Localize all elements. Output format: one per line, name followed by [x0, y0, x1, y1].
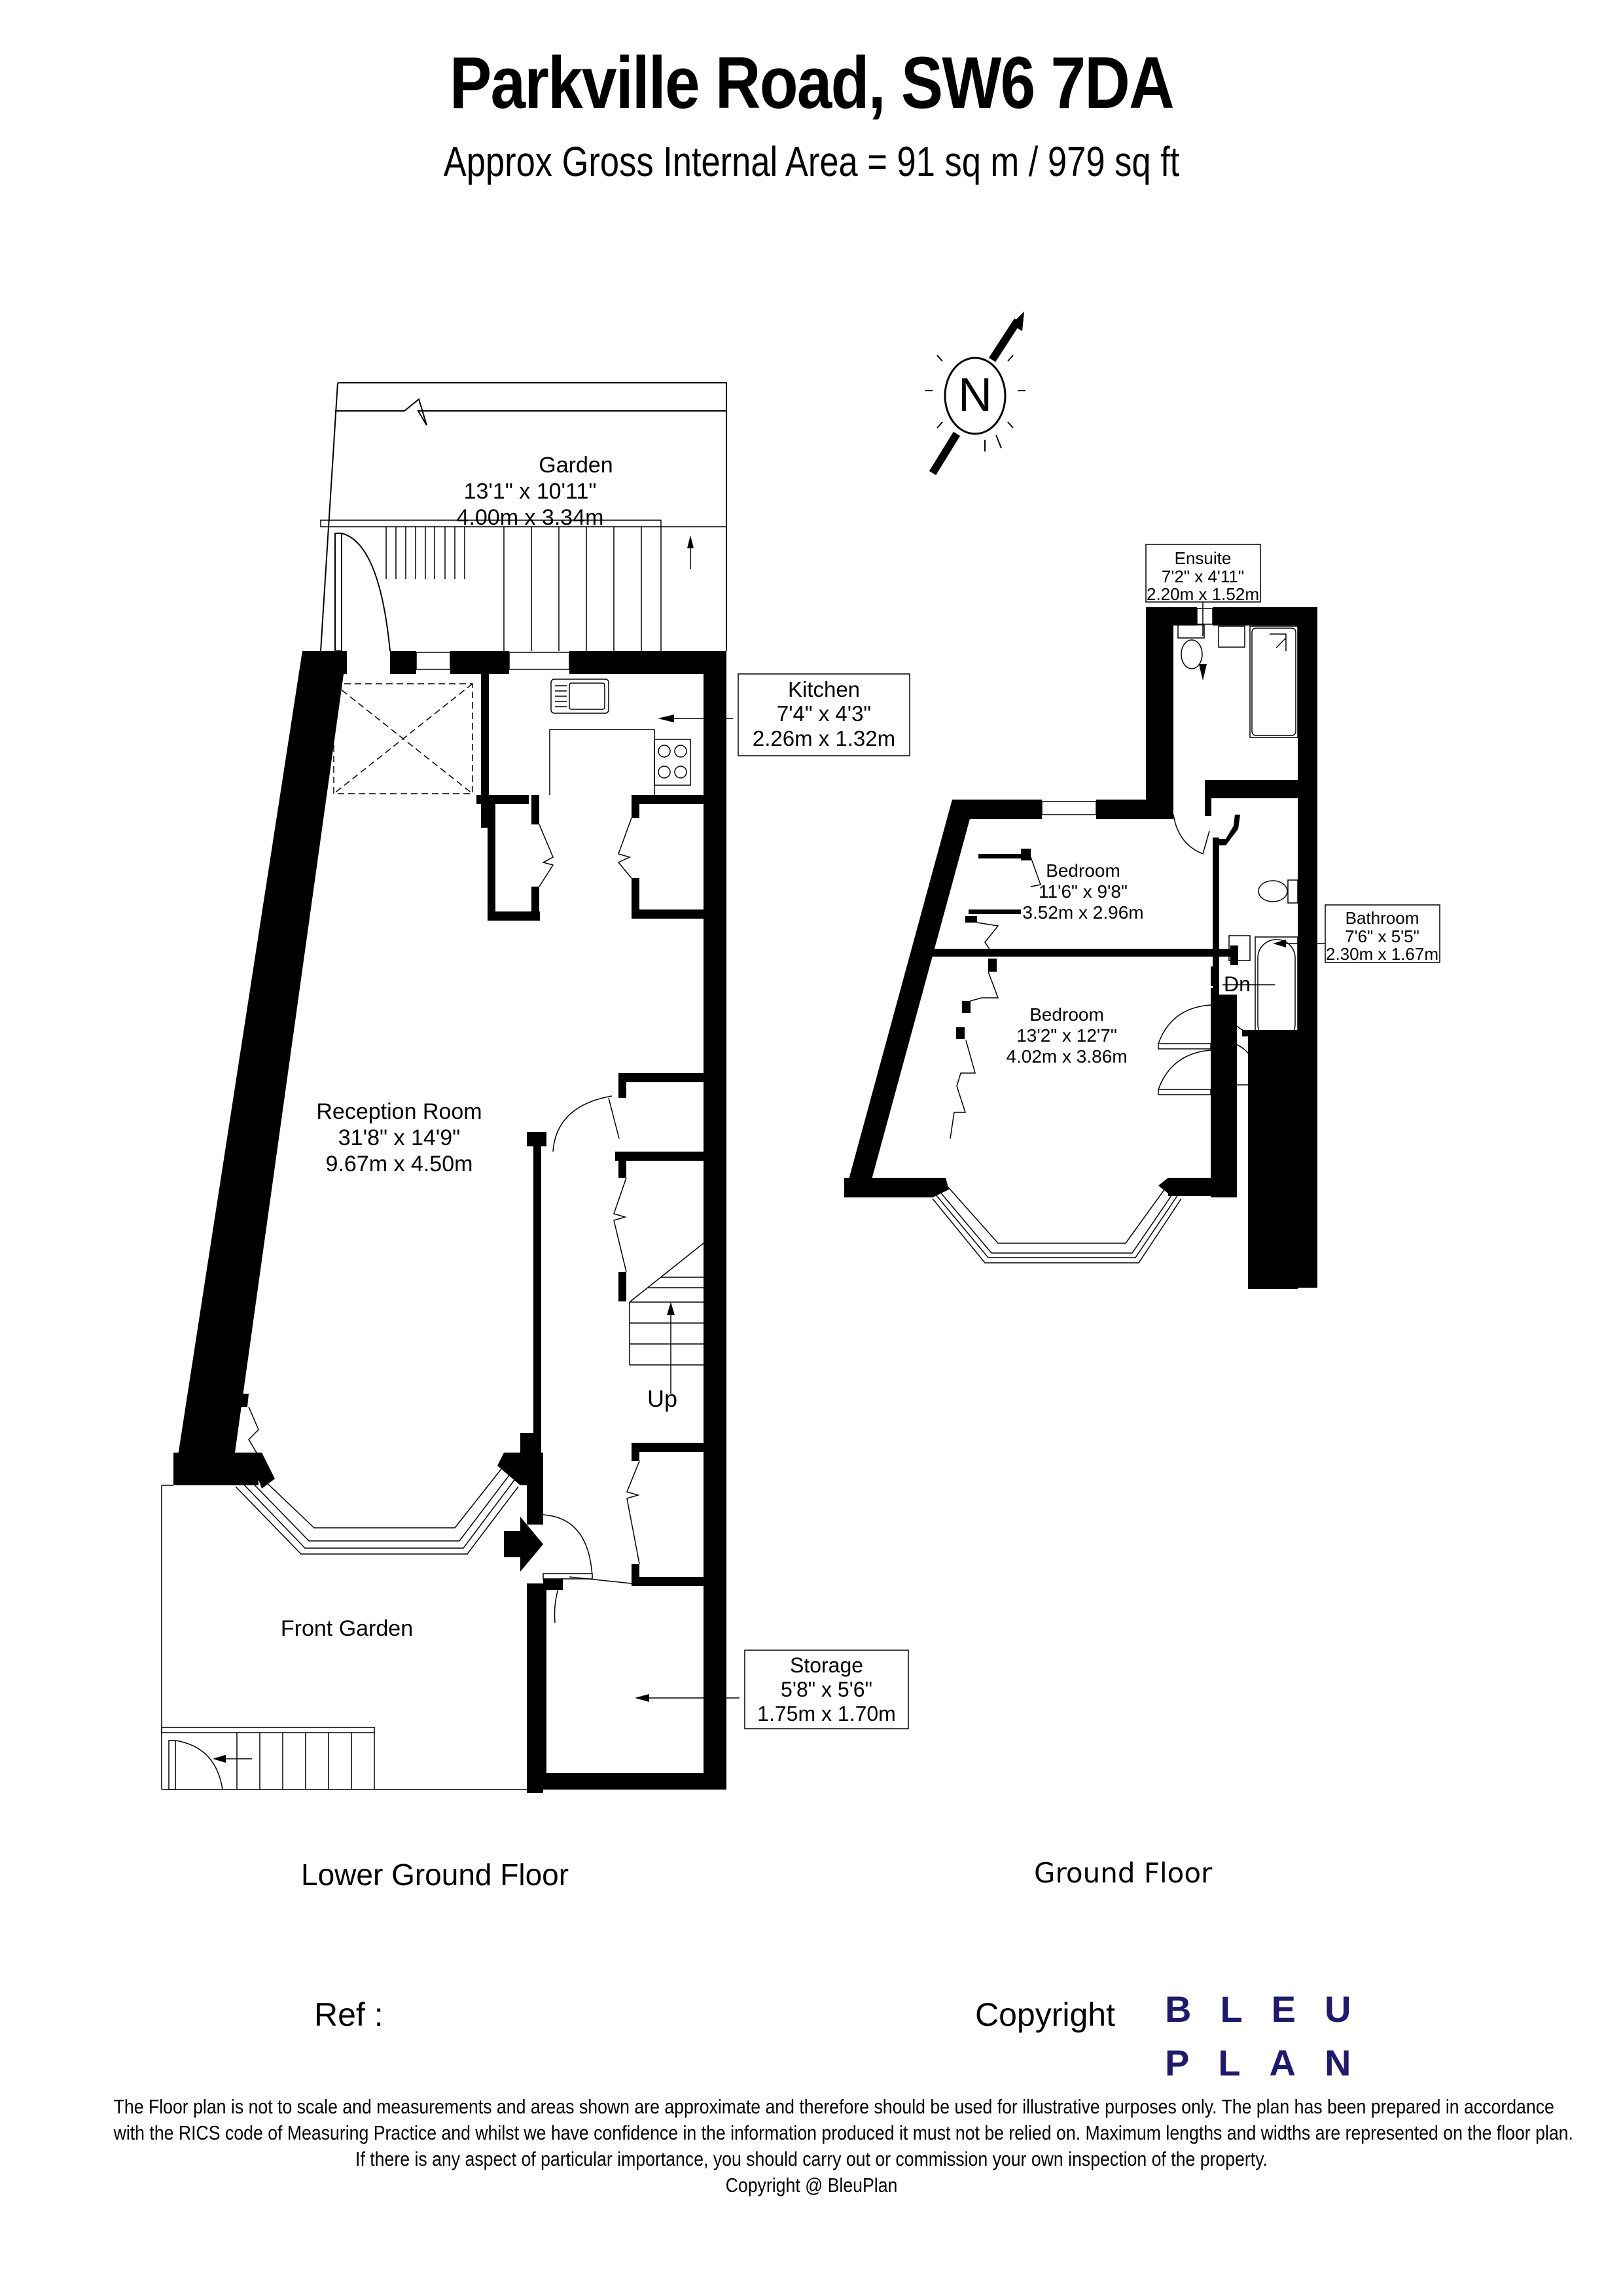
svg-text:Bathroom: Bathroom: [1346, 908, 1419, 928]
svg-text:Bedroom: Bedroom: [1029, 1004, 1104, 1025]
svg-text:Reception Room: Reception Room: [316, 1099, 482, 1124]
copyright-label: Copyright: [975, 1996, 1115, 2033]
gf-room-labels: Ensuite 7'2" x 4'11" 2.20m x 1.52m Bathr…: [1006, 548, 1438, 1067]
bleuplan-logo: BLEU PLAN: [1165, 1983, 1380, 2090]
svg-text:7'2" x 4'11": 7'2" x 4'11": [1162, 567, 1244, 586]
svg-text:3.52m x 2.96m: 3.52m x 2.96m: [1022, 902, 1143, 923]
room-label-front-garden: Front Garden: [281, 1616, 413, 1641]
svg-text:Garden: Garden: [539, 453, 613, 478]
svg-text:31'8" x 14'9": 31'8" x 14'9": [338, 1125, 460, 1150]
floor-label-lower-ground: Lower Ground Floor: [301, 1858, 569, 1892]
compass-letter: N: [958, 369, 992, 421]
stairs-down-label: Dn: [1224, 972, 1251, 996]
svg-text:9.67m x 4.50m: 9.67m x 4.50m: [326, 1152, 473, 1176]
logo-line-2: PLAN: [1165, 2042, 1380, 2083]
svg-text:11'6" x 9'8": 11'6" x 9'8": [1039, 881, 1128, 902]
svg-text:1.75m x 1.70m: 1.75m x 1.70m: [757, 1702, 896, 1725]
svg-text:Kitchen: Kitchen: [788, 677, 860, 701]
svg-text:2.26m x 1.32m: 2.26m x 1.32m: [753, 726, 895, 751]
room-label-garden: Garden 13'1" x 10'11" 4.00m x 3.34m: [457, 453, 613, 530]
room-label-reception: Reception Room 31'8" x 14'9" 9.67m x 4.5…: [316, 1099, 482, 1176]
svg-text:13'2" x 12'7": 13'2" x 12'7": [1016, 1025, 1117, 1046]
svg-text:5'8" x 5'6": 5'8" x 5'6": [781, 1678, 872, 1701]
svg-text:Front Garden: Front Garden: [281, 1616, 413, 1641]
svg-text:2.20m x 1.52m: 2.20m x 1.52m: [1147, 584, 1259, 604]
svg-text:Bedroom: Bedroom: [1046, 860, 1120, 881]
page-title: Parkville Road, SW6 7DA: [450, 42, 1175, 124]
floor-label-ground: Ground Floor: [1034, 1857, 1213, 1889]
svg-text:4.00m x 3.34m: 4.00m x 3.34m: [457, 505, 604, 530]
lower-ground-floor-plan: Up: [161, 382, 910, 1793]
lgf-room-labels: Garden 13'1" x 10'11" 4.00m x 3.34m Kitc…: [281, 453, 896, 1725]
svg-text:Ensuite: Ensuite: [1175, 548, 1232, 568]
svg-text:2.30m x 1.67m: 2.30m x 1.67m: [1326, 944, 1438, 964]
stairs-up-label: Up: [647, 1385, 677, 1412]
svg-text:7'6" x 5'5": 7'6" x 5'5": [1345, 927, 1419, 946]
disclaimer-copyright: Copyright @ BleuPlan: [725, 2174, 898, 2197]
ref-label: Ref :: [314, 1996, 383, 2033]
svg-text:7'4" x 4'3": 7'4" x 4'3": [777, 701, 871, 726]
north-arrow-icon: N: [925, 311, 1026, 476]
room-label-bedroom-2: Bedroom 13'2" x 12'7" 4.02m x 3.86m: [1006, 1004, 1127, 1067]
room-label-storage: Storage 5'8" x 5'6" 1.75m x 1.70m: [757, 1653, 896, 1725]
svg-text:Storage: Storage: [790, 1653, 863, 1677]
logo-line-1: BLEU: [1165, 1988, 1380, 2030]
disclaimer-line: with the RICS code of Measuring Practice…: [113, 2121, 1573, 2144]
room-label-bathroom: Bathroom 7'6" x 5'5" 2.30m x 1.67m: [1326, 908, 1438, 964]
ground-floor-plan: Dn: [844, 544, 1440, 1289]
room-label-ensuite: Ensuite 7'2" x 4'11" 2.20m x 1.52m: [1147, 548, 1259, 604]
disclaimer-line: If there is any aspect of particular imp…: [355, 2147, 1268, 2170]
svg-text:4.02m x 3.86m: 4.02m x 3.86m: [1006, 1046, 1127, 1067]
disclaimer-line: The Floor plan is not to scale and measu…: [113, 2095, 1554, 2118]
disclaimer: The Floor plan is not to scale and measu…: [113, 2094, 1573, 2199]
gross-internal-area: Approx Gross Internal Area = 91 sq m / 9…: [443, 138, 1180, 185]
sink-icon: [549, 679, 691, 795]
room-label-bedroom-1: Bedroom 11'6" x 9'8" 3.52m x 2.96m: [1022, 860, 1143, 923]
room-label-kitchen: Kitchen 7'4" x 4'3" 2.26m x 1.32m: [753, 677, 895, 751]
svg-text:13'1" x 10'11": 13'1" x 10'11": [464, 479, 597, 504]
